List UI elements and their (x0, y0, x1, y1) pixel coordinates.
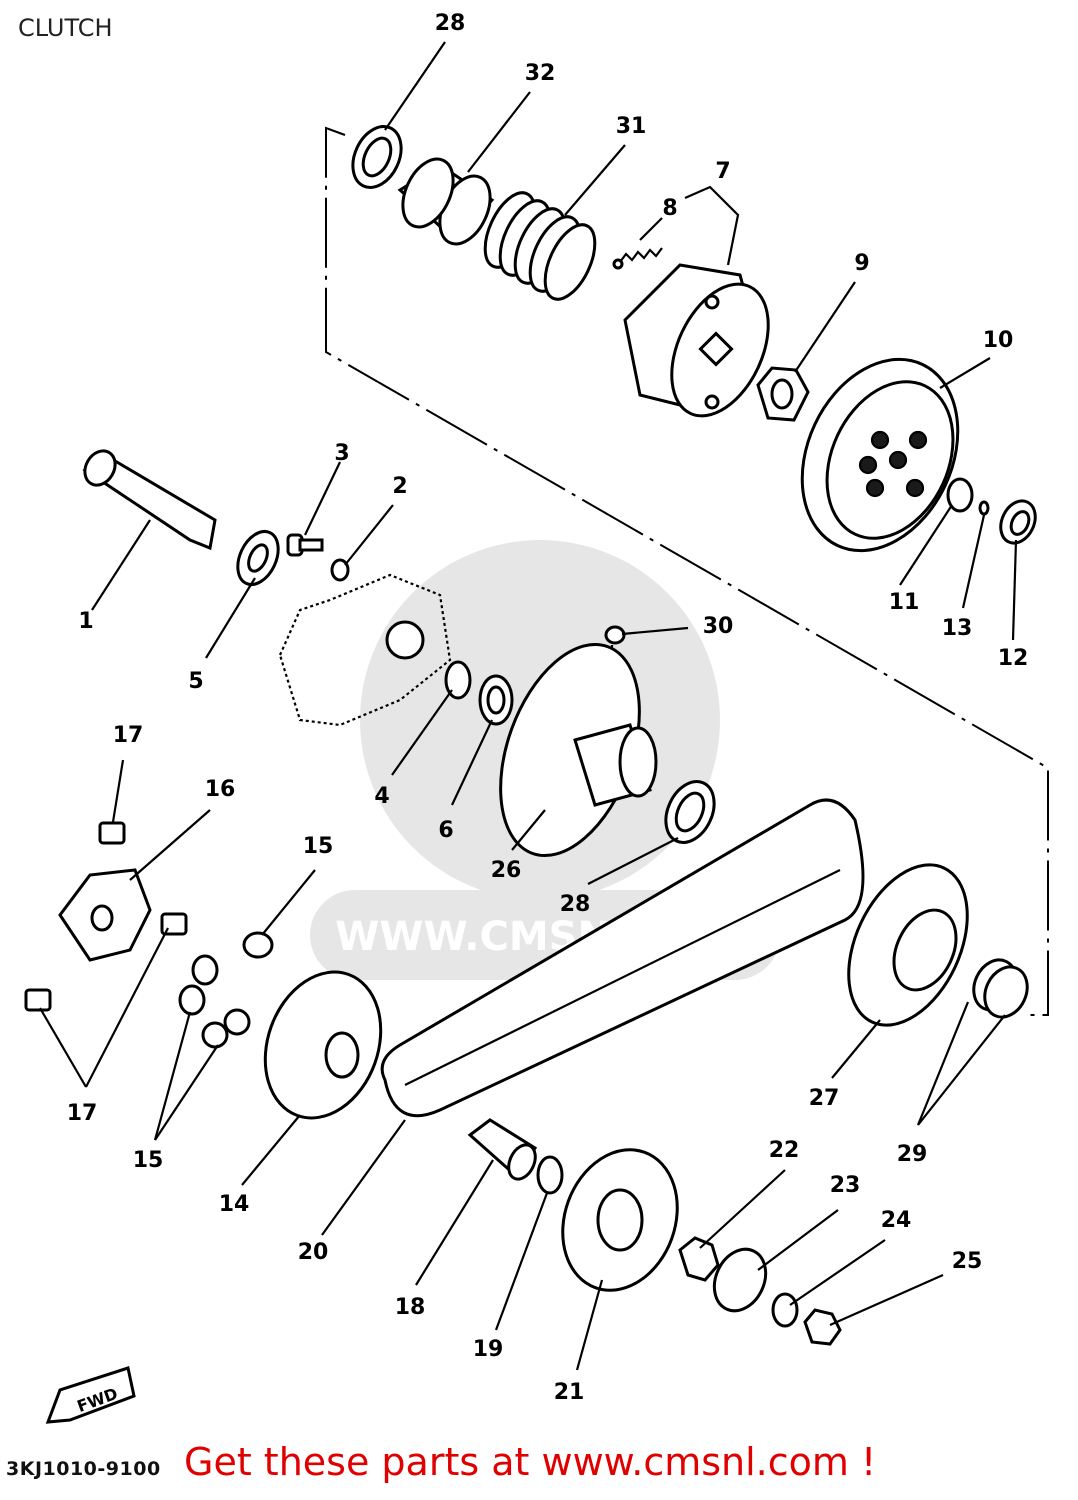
label-22: 22 (769, 1138, 800, 1163)
assembly-outline (325, 126, 1049, 1016)
label-17-top: 17 (113, 723, 144, 748)
part-17-slider-left (24, 988, 52, 1012)
part-27-driven-sheave (847, 863, 969, 1027)
leader-lines (39, 41, 1018, 1371)
label-12: 12 (998, 646, 1029, 671)
part-29-circlips (972, 958, 1029, 1019)
label-28-top: 28 (435, 11, 466, 36)
part-6-oil-seal (478, 674, 514, 726)
diagram-title: CLUTCH (18, 14, 113, 42)
part-22-spacer (678, 1236, 720, 1282)
label-32: 32 (525, 61, 556, 86)
part-20-v-belt (380, 798, 865, 1118)
label-10: 10 (983, 328, 1014, 353)
part-28-oil-seal-top (351, 125, 403, 189)
label-26: 26 (491, 858, 522, 883)
label-20: 20 (298, 1240, 329, 1265)
part-8-clutch-spring (612, 247, 663, 270)
part-4-washer (444, 660, 472, 700)
label-27: 27 (809, 1086, 840, 1111)
part-28-oil-seal-lower (664, 780, 716, 844)
part-26-secondary-sheave (499, 642, 658, 858)
part-25-nut (803, 1308, 842, 1346)
part-17-slider-top (98, 821, 126, 845)
part-5-bearing (236, 530, 280, 586)
label-2: 2 (392, 474, 407, 499)
part-14-primary-sheave (263, 970, 383, 1120)
part-31-compression-spring (483, 191, 597, 301)
label-25: 25 (952, 1249, 983, 1274)
part-10-clutch-housing (800, 357, 960, 553)
part-11-collar (946, 477, 974, 513)
label-30: 30 (703, 614, 734, 639)
crankcase-outline (278, 573, 452, 727)
label-6: 6 (438, 818, 453, 843)
part-12-bearing (999, 499, 1037, 545)
part-7-clutch-carrier (623, 263, 770, 418)
part-9-nut (756, 366, 810, 422)
label-18: 18 (395, 1295, 426, 1320)
label-15-top: 15 (303, 834, 334, 859)
part-15-weights (178, 931, 274, 1049)
label-11: 11 (889, 590, 920, 615)
diagram-code: 3KJ1010-9100 (6, 1458, 161, 1480)
label-8: 8 (662, 196, 677, 221)
label-24: 24 (881, 1208, 912, 1233)
part-18-collar (467, 1118, 538, 1181)
label-3: 3 (334, 441, 349, 466)
label-23: 23 (830, 1173, 861, 1198)
label-15-bottom: 15 (133, 1148, 164, 1173)
part-1-drive-shaft (82, 449, 217, 551)
label-9: 9 (854, 251, 869, 276)
label-17-bottom: 17 (67, 1101, 98, 1126)
label-4: 4 (374, 784, 389, 809)
label-13: 13 (942, 616, 973, 641)
part-2-washer (330, 558, 350, 582)
part-16-cam-plate (58, 868, 152, 962)
part-3-bolt (286, 533, 324, 557)
part-19-washer (536, 1155, 564, 1195)
label-28-lower: 28 (560, 892, 591, 917)
label-5: 5 (188, 669, 203, 694)
label-16: 16 (205, 777, 236, 802)
part-24-washer (771, 1292, 799, 1328)
fwd-arrow-icon: FWD (45, 1366, 136, 1424)
label-31: 31 (616, 114, 647, 139)
part-13-circlip (978, 500, 990, 516)
label-1: 1 (78, 609, 93, 634)
label-7: 7 (715, 159, 730, 184)
part-32-collar (397, 157, 495, 246)
label-29: 29 (897, 1142, 928, 1167)
label-21: 21 (554, 1380, 585, 1405)
label-19: 19 (473, 1337, 504, 1362)
part-labels: 28 32 31 7 8 9 10 3 2 1 5 11 13 12 30 17… (67, 11, 1029, 1405)
part-23-clutch-one-way (712, 1247, 768, 1313)
label-14: 14 (219, 1192, 250, 1217)
cta-link[interactable]: Get these parts at www.cmsnl.com ! (184, 1440, 877, 1484)
part-21-fan-pulley (561, 1148, 679, 1292)
part-30-screw (604, 625, 626, 720)
